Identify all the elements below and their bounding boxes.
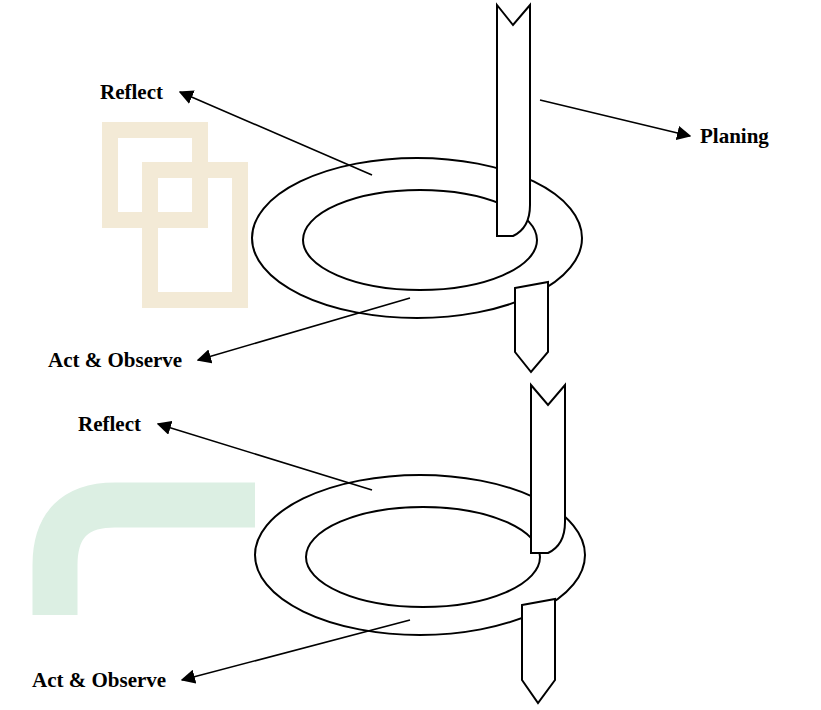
spiral-turn	[255, 385, 585, 703]
leader-line	[158, 92, 690, 680]
stage-label: Act & Observe	[32, 668, 166, 693]
stage-label: Reflect	[78, 412, 141, 437]
watermark	[55, 130, 255, 615]
stage-label: Act & Observe	[48, 348, 182, 373]
stage-label: Planing	[700, 124, 769, 149]
spiral-turn	[252, 5, 582, 372]
stage-label: Reflect	[100, 80, 163, 105]
